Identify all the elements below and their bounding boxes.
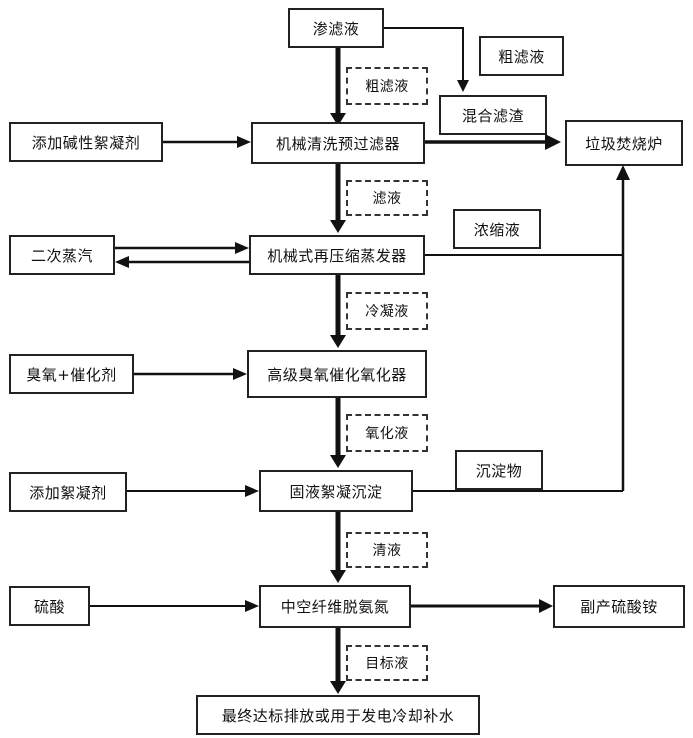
node-sedimentation: 固液絮凝沉淀 (259, 470, 413, 512)
label-condensate: 冷凝液 (346, 292, 428, 330)
arrow-deammonia-to-final (330, 628, 346, 694)
arrow-filter-to-incinerator (425, 134, 561, 150)
arrow-alkaline-to-filter (163, 136, 251, 148)
node-byproduct: 副产硫酸铵 (553, 585, 685, 628)
node-ozone-catalyst: 臭氧+催化剂 (9, 354, 134, 394)
node-sulfuric-acid: 硫酸 (9, 586, 90, 626)
arrow-return-to-incinerator (616, 165, 630, 491)
label-clear-liquid: 清液 (346, 532, 428, 568)
arrow-acid-to-deammonia (90, 600, 259, 612)
node-permeate: 渗滤液 (288, 8, 384, 48)
label-sediment: 沉淀物 (455, 450, 543, 490)
label-coarse-filtrate-side: 粗滤液 (479, 36, 564, 76)
label-target-liquid: 目标液 (346, 645, 428, 681)
arrow-steam-to-mvr (115, 242, 249, 254)
arrow-filter-to-mvr (330, 163, 346, 233)
arrow-ozone-to-oxidizer (134, 368, 247, 380)
arrow-flocculant-to-sedimentation (127, 485, 259, 497)
node-secondary-steam: 二次蒸汽 (9, 235, 115, 275)
arrow-oxidizer-to-sedimentation (330, 398, 346, 468)
node-flocculant: 添加絮凝剂 (9, 472, 127, 512)
label-coarse-filtrate-flow: 粗滤液 (346, 67, 428, 105)
node-mech-filter: 机械清洗预过滤器 (251, 122, 425, 164)
arrow-mvr-to-oxidizer (330, 274, 346, 348)
node-mixed-residue: 混合滤渣 (439, 95, 547, 135)
arrow-mvr-to-steam (115, 256, 249, 268)
arrow-deammonia-to-byproduct (411, 599, 553, 613)
label-concentrate: 浓缩液 (453, 209, 541, 249)
label-oxidized-liquid: 氧化液 (346, 414, 428, 452)
label-filtrate: 滤液 (346, 180, 428, 216)
arrow-sedimentation-to-deammonia (330, 511, 346, 583)
node-incinerator: 垃圾焚烧炉 (565, 120, 683, 166)
node-alkaline-flocculant: 添加碱性絮凝剂 (9, 122, 163, 162)
arrow-permeate-to-mixed-residue (383, 27, 469, 92)
node-oxidizer: 高级臭氧催化氧化器 (247, 350, 427, 398)
node-final: 最终达标排放或用于发电冷却补水 (196, 695, 480, 735)
node-deammonia: 中空纤维脱氨氮 (259, 585, 411, 628)
arrow-permeate-to-filter (330, 47, 346, 126)
node-mvr: 机械式再压缩蒸发器 (249, 235, 425, 275)
